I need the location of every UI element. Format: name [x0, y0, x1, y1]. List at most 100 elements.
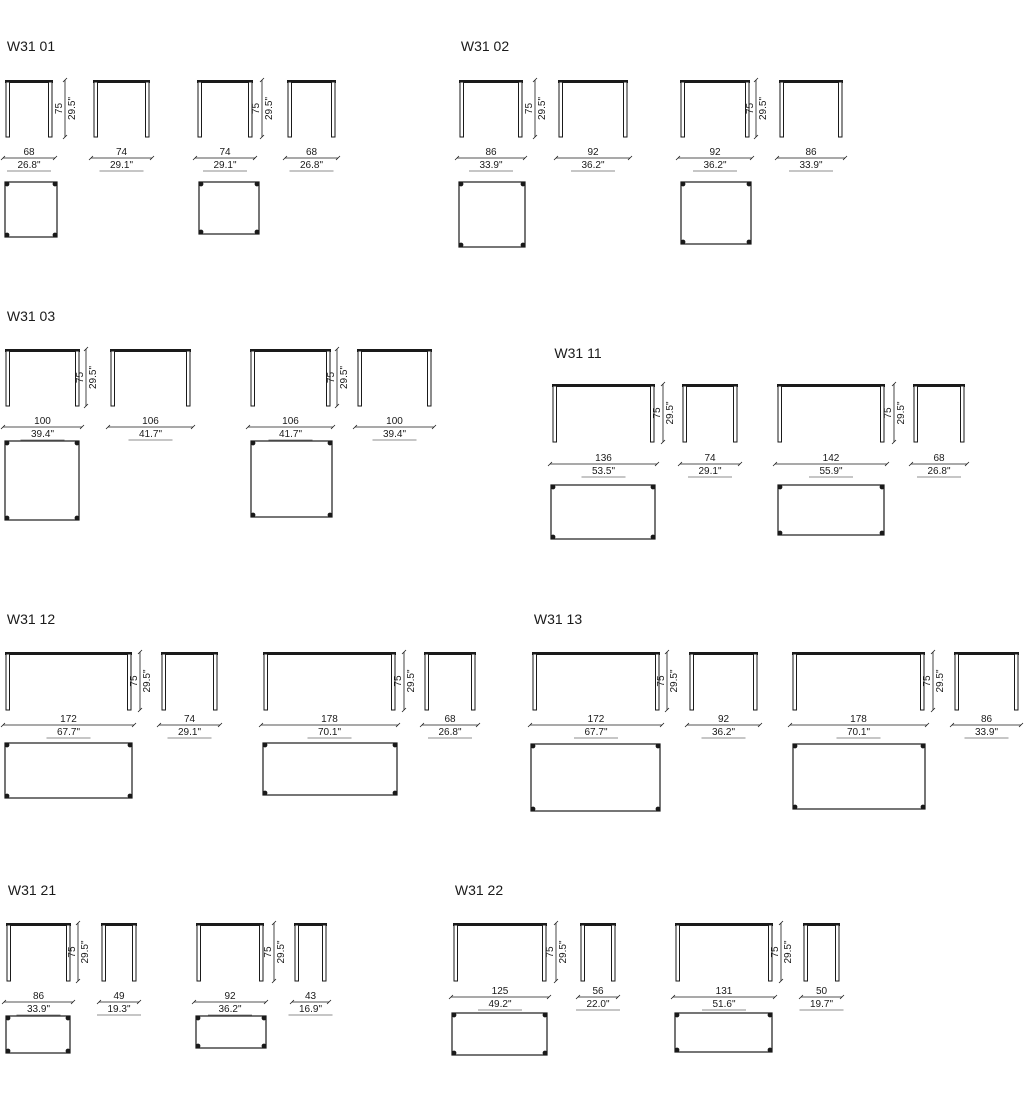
- dimension-value-cm: 74: [219, 147, 231, 158]
- dimension-tick: [137, 649, 143, 655]
- dimension-value-cm: 74: [704, 453, 716, 464]
- table-top: [5, 80, 53, 83]
- height-value-cm: 75: [883, 407, 894, 419]
- height-value-cm: 75: [524, 103, 535, 115]
- dimension-value-in: 26.8": [17, 160, 40, 171]
- table-top: [5, 349, 80, 352]
- leg-dot: [198, 181, 204, 187]
- front-elevation: [5, 349, 80, 407]
- plan-view: [262, 742, 398, 796]
- table-leg: [803, 924, 808, 982]
- side-elevation: [287, 80, 336, 138]
- table-leg: [93, 81, 98, 138]
- table-leg: [110, 350, 115, 407]
- dimension-tick: [0, 424, 6, 430]
- dimension-tick: [774, 155, 780, 161]
- leg-dot: [4, 793, 10, 799]
- dimension-value-cm: 50: [816, 986, 828, 997]
- height-value-cm: 75: [656, 675, 667, 687]
- dimension-tick: [677, 461, 683, 467]
- group-title: W31 11: [554, 345, 601, 361]
- side-elevation: [913, 384, 965, 443]
- dimension-tick: [908, 461, 914, 467]
- leg-dot: [792, 743, 798, 749]
- table-top: [913, 384, 965, 387]
- dimension-tick: [553, 978, 559, 984]
- group-title: W31 22: [455, 882, 503, 898]
- table-top: [680, 80, 750, 83]
- side-elevation: [161, 652, 218, 711]
- table-leg: [542, 924, 547, 982]
- table-outline: [4, 181, 58, 238]
- dimension-tick: [79, 424, 85, 430]
- table-top: [161, 652, 218, 655]
- plan-view: [674, 1012, 773, 1053]
- dimension-tick: [660, 439, 666, 445]
- leg-dot: [65, 1048, 71, 1054]
- height-value-cm: 75: [54, 103, 65, 115]
- leg-dot: [655, 743, 661, 749]
- dimension-tick: [778, 978, 784, 984]
- dimension-tick: [282, 155, 288, 161]
- group-title: W31 03: [7, 308, 55, 324]
- side-elevation: [101, 923, 137, 982]
- leg-dot: [458, 242, 464, 248]
- table-top: [532, 652, 660, 655]
- side-elevation: [294, 923, 327, 982]
- table-leg: [835, 924, 840, 982]
- table-leg: [294, 924, 299, 982]
- table-leg: [259, 924, 264, 982]
- dimension-value-in: 19.3": [107, 1004, 130, 1015]
- dimension-tick: [664, 649, 670, 655]
- dimension-value-in: 19.7": [810, 999, 833, 1010]
- leg-dot: [127, 742, 133, 748]
- table-top: [110, 349, 191, 352]
- leg-dot: [879, 484, 885, 490]
- height-value-in: 29.5": [896, 401, 907, 424]
- height-value-cm: 75: [251, 103, 262, 115]
- height-value-cm: 75: [652, 407, 663, 419]
- leg-dot: [879, 530, 885, 536]
- dimension-value-cm: 136: [595, 453, 612, 464]
- dimension-value-in: 39.4": [383, 429, 406, 440]
- leg-dot: [542, 1012, 548, 1018]
- dimension-tick: [330, 424, 336, 430]
- table-leg: [48, 81, 53, 138]
- leg-dot: [4, 181, 10, 187]
- table-leg: [518, 81, 523, 138]
- table-top: [689, 652, 758, 655]
- plan-view: [451, 1012, 548, 1056]
- dimension-tick: [842, 155, 848, 161]
- table-leg: [357, 350, 362, 407]
- leg-dot: [262, 790, 268, 796]
- dimension-tick: [83, 403, 89, 409]
- front-elevation: [777, 384, 885, 443]
- dimension-value-in: 51.6": [712, 999, 735, 1010]
- leg-dot: [250, 512, 256, 518]
- dimension-tick: [191, 999, 197, 1005]
- table-top: [196, 923, 264, 926]
- table-leg: [75, 350, 80, 407]
- table-outline: [4, 742, 133, 799]
- leg-dot: [327, 512, 333, 518]
- side-elevation: [689, 652, 758, 711]
- table-leg: [623, 81, 628, 138]
- height-value-in: 29.5": [665, 401, 676, 424]
